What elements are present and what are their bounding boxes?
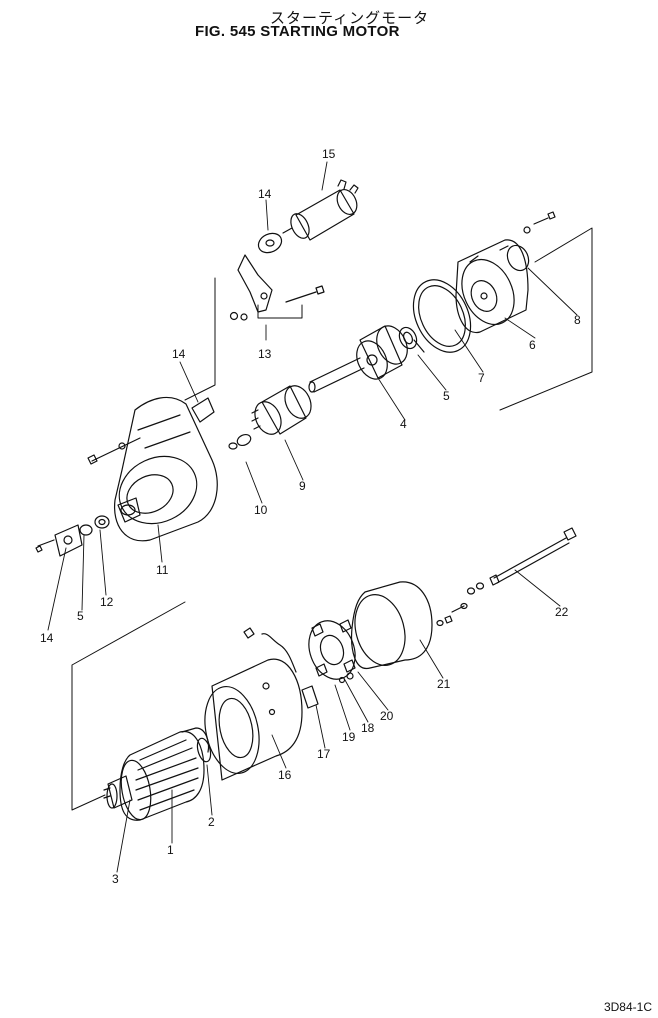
callout-15: 15 xyxy=(322,147,336,161)
part-rear-cover-bolt xyxy=(436,602,468,627)
part-7-gasket xyxy=(412,279,472,353)
callout-17: 17 xyxy=(317,747,331,761)
part-11-front-housing xyxy=(87,396,218,542)
part-15-magnetic-switch xyxy=(282,179,359,241)
part-5-washer-lower xyxy=(79,524,93,536)
callout-7: 7 xyxy=(478,371,485,385)
callout-3: 3 xyxy=(112,872,119,886)
part-14-plate-lower xyxy=(35,524,83,557)
callout-20: 20 xyxy=(380,709,394,723)
part-17-lead-wire xyxy=(243,627,319,709)
callout-11: 11 xyxy=(156,563,169,577)
part-18-20-brush-holder xyxy=(308,619,356,684)
part-14-plate-middle xyxy=(191,397,215,423)
callout-18: 18 xyxy=(361,721,375,735)
part-22-through-bolt xyxy=(466,527,577,595)
callout-4: 4 xyxy=(400,417,407,431)
callout-2: 2 xyxy=(208,815,215,829)
part-16-yoke xyxy=(204,658,303,781)
title-japanese: スターティングモータ xyxy=(270,9,430,27)
part-12-washer xyxy=(94,515,110,529)
callout-16: 16 xyxy=(278,768,292,782)
figure-code: 3D84-1C xyxy=(603,1000,652,1014)
callout-5-washer: 5 xyxy=(77,609,84,623)
part-14-gasket-upper-hole xyxy=(265,239,275,247)
callout-9: 9 xyxy=(299,479,306,493)
callout-19: 19 xyxy=(342,730,356,744)
part-1-armature xyxy=(119,727,210,821)
part-5-bearing xyxy=(398,326,425,353)
callout-5-bearing: 5 xyxy=(443,389,450,403)
part-6-gear-housing xyxy=(455,239,529,334)
callout-10: 10 xyxy=(254,503,268,517)
part-10-snap-ring xyxy=(236,433,252,447)
callout-14-lower: 14 xyxy=(40,631,54,645)
callout-1: 1 xyxy=(167,843,174,857)
part-9-pinion xyxy=(251,385,312,435)
part-13-lever xyxy=(229,254,325,321)
callout-13: 13 xyxy=(258,347,272,361)
callout-6: 6 xyxy=(529,338,536,352)
part-3-shaft-gear xyxy=(103,775,133,809)
part-21-rear-cover xyxy=(350,581,433,669)
figure-title: FIG. 545 STARTING MOTOR xyxy=(195,23,400,40)
leader-lines xyxy=(47,161,578,873)
callout-labels: 15 14 13 14 4 5 7 6 8 9 10 11 12 5 14 22… xyxy=(40,147,581,886)
part-14-gasket-upper xyxy=(257,232,283,254)
part-8-oring xyxy=(506,211,556,272)
callout-14-plate: 14 xyxy=(172,347,186,361)
callout-21: 21 xyxy=(437,677,451,691)
callout-22: 22 xyxy=(555,605,569,619)
callout-12: 12 xyxy=(100,595,114,609)
callout-8: 8 xyxy=(574,313,581,327)
callout-14-switch: 14 xyxy=(258,187,272,201)
part-2-washer xyxy=(196,737,212,763)
part-4-armature-shaft xyxy=(308,325,408,393)
